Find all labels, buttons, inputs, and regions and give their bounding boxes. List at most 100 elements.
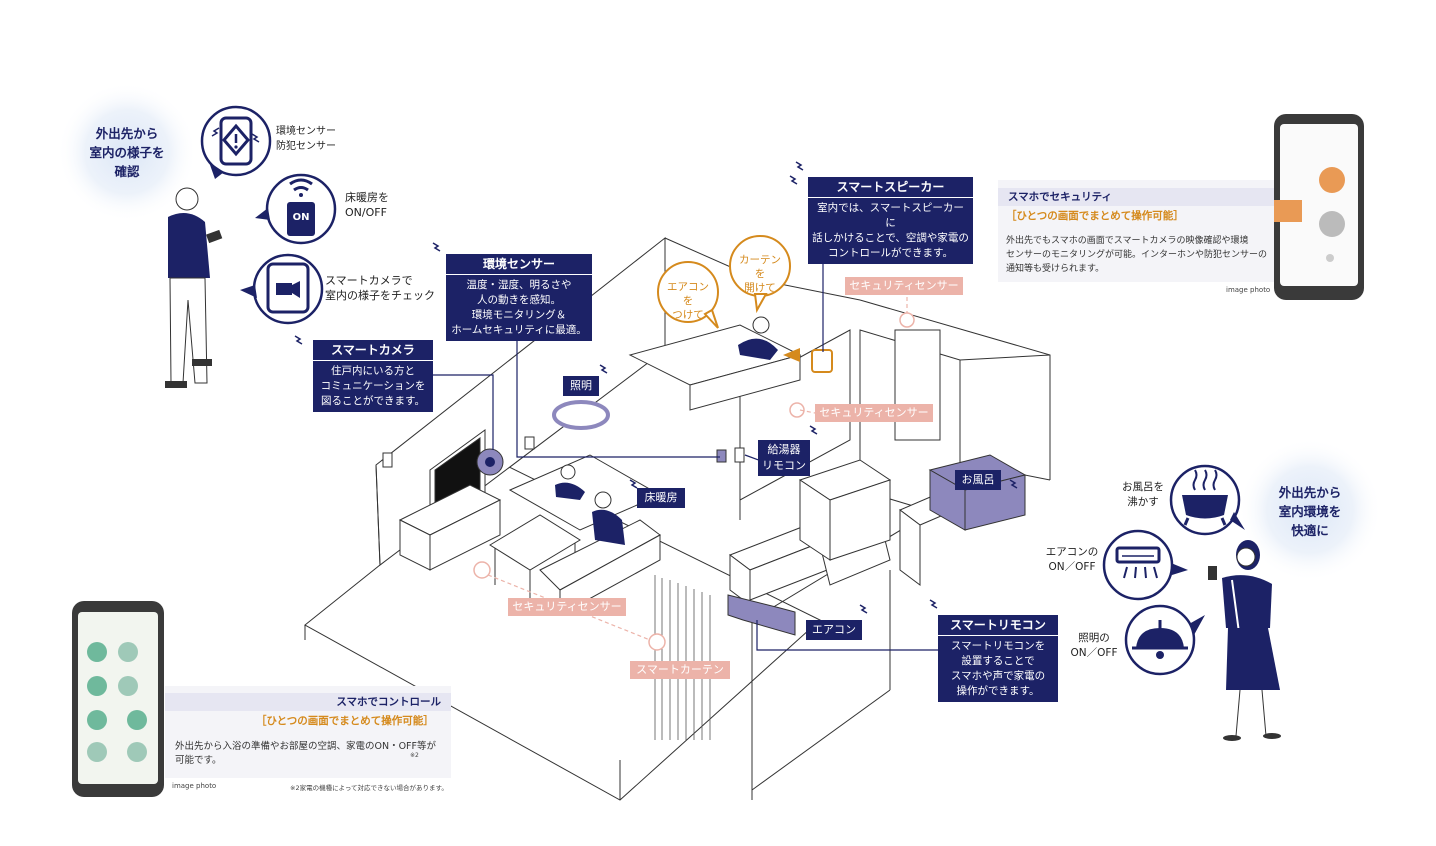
camera-bubble-line2: 室内の様子をチェック: [325, 289, 435, 302]
camera-lens: [485, 457, 495, 467]
security-sensor-tag-3: セキュリティセンサー: [508, 598, 626, 616]
ceiling-light-ring: [552, 400, 610, 430]
env-sensor-desc: 温度・湿度、明るさや 人の動きを感知。 環境モニタリング＆ ホームセキュリティに…: [446, 274, 592, 341]
bath-bubble-text: お風呂を 沸かす: [1118, 480, 1168, 510]
phone-left: [72, 601, 164, 797]
security-panel-title: スマホでセキュリティ: [998, 188, 1274, 206]
env-sensor-line4: ホームセキュリティに最適。: [451, 324, 587, 336]
security-sensor-tag-1: セキュリティセンサー: [845, 277, 963, 295]
camera-bubble-text: スマートカメラで 室内の様子をチェック: [325, 273, 435, 303]
water-heater-tag: 給湯器 リモコン: [758, 440, 810, 476]
water-heater-panel: [716, 449, 727, 463]
left-bubble-icons: [219, 116, 315, 314]
control-panel-footnote: ※2家電の機種によって対応できない場合があります。: [290, 784, 448, 792]
security-sensor-dot-3: [473, 561, 491, 579]
smart-curtain-tag: スマートカーテン: [630, 661, 730, 679]
woman-with-phone: [1208, 540, 1281, 741]
voice-curtain-line1: カーテンを: [739, 254, 781, 280]
smart-camera-title: スマートカメラ: [313, 340, 433, 360]
smart-remote-device: [727, 594, 796, 636]
security-sensor-tag-2: セキュリティセンサー: [815, 404, 933, 422]
aircon-bubble-text: エアコンの ON／OFF: [1040, 545, 1104, 575]
voice-aircon-text: エアコンを つけて: [662, 280, 714, 322]
control-note-mark: ※2: [410, 752, 419, 759]
floorheat-bubble-line2: ON/OFF: [345, 206, 387, 219]
speaker-arrow: [783, 348, 800, 362]
wall-switch-1: [382, 452, 393, 468]
left-callout-line2: 室内の様子を: [89, 145, 165, 160]
wall-switch-3: [734, 447, 745, 463]
right-callout-line1: 外出先から: [1278, 485, 1342, 500]
voice-curtain-text: カーテンを 開けて: [734, 253, 786, 295]
security-sensor-dot-1: [789, 402, 805, 418]
lighting-tag: 照明: [563, 376, 599, 396]
left-callout-line1: 外出先から: [95, 126, 159, 141]
smart-speaker-line1: 室内では、スマートスピーカーに: [817, 202, 964, 229]
right-callout-line3: 快適に: [1291, 523, 1329, 538]
man-with-phone: [165, 187, 223, 388]
security-sensor-dot-2: [899, 312, 915, 328]
security-body-line1: 外出先でもスマホの画面でスマートカメラの映像確認や環境: [1006, 236, 1249, 246]
security-body-line2: センサーのモニタリングが可能。インターホンや防犯センサーの: [1006, 250, 1268, 260]
smart-speaker-desc: 室内では、スマートスピーカーに 話しかけることで、空調や家電の コントロールがで…: [808, 197, 973, 264]
control-panel-subtitle: ［ひとつの画面でまとめて操作可能］: [256, 715, 434, 727]
right-bubble-icons: [1115, 469, 1228, 659]
security-panel-body: 外出先でもスマホの画面でスマートカメラの映像確認や環境 センサーのモニタリングが…: [1006, 234, 1274, 276]
floorheat-bubble-text: 床暖房を ON/OFF: [345, 190, 389, 220]
voice-bubbles: [657, 235, 791, 329]
smart-camera-line2: コミュニケーションを: [320, 380, 426, 392]
voice-aircon-line2: つけて: [672, 309, 704, 321]
light-bubble-line2: ON／OFF: [1070, 647, 1118, 659]
light-bubble-text: 照明の ON／OFF: [1062, 631, 1126, 661]
sensor-bubble-line2: 防犯センサー: [276, 141, 336, 152]
env-sensor-title: 環境センサー: [446, 254, 592, 274]
camera-bubble-line1: スマートカメラで: [325, 274, 413, 287]
smart-speaker-device: [811, 349, 833, 373]
control-body-line2: 可能です。: [175, 755, 222, 766]
right-glow: [1238, 438, 1382, 582]
smart-remote-desc: スマートリモコンを 設置することで スマホや声で家電の 操作ができます。: [938, 635, 1058, 702]
smart-remote-line3: スマホや声で家電の: [950, 670, 1046, 682]
control-body-line1: 外出先から入浴の準備やお部屋の空調、家電のON・OFF等が: [175, 741, 436, 752]
smart-remote-line4: 操作ができます。: [956, 685, 1040, 697]
light-bubble-line1: 照明の: [1078, 632, 1110, 644]
control-panel-caption: image photo: [172, 782, 217, 790]
security-panel-subtitle: ［ひとつの画面でまとめて操作可能］: [1006, 210, 1184, 222]
floorheat-bubble-line1: 床暖房を: [345, 191, 389, 204]
smart-camera-line1: 住戸内にいる方と: [331, 365, 415, 377]
control-panel-body: 外出先から入浴の準備やお部屋の空調、家電のON・OFF等が 可能です。: [175, 740, 447, 768]
residents: [555, 316, 778, 545]
floor-heating-tag: 床暖房: [637, 488, 685, 508]
voice-curtain-line2: 開けて: [744, 282, 776, 294]
smart-remote-line2: 設置することで: [961, 655, 1035, 667]
security-body-line3: 通知等も受けられます。: [1006, 264, 1105, 274]
bath-tag: お風呂: [955, 470, 1001, 490]
phone-right: [1274, 114, 1364, 300]
left-callout-line3: 確認: [114, 164, 140, 179]
smart-remote-title: スマートリモコン: [938, 615, 1058, 635]
signal-marks: [211, 127, 1018, 614]
aircon-bubble-line1: エアコンの: [1045, 546, 1099, 558]
left-glow: [57, 82, 197, 222]
on-badge: ON: [292, 212, 310, 223]
sensor-bubble-line1: 環境センサー: [276, 126, 336, 137]
aircon-bubble-line2: ON／OFF: [1048, 561, 1096, 573]
smart-speaker-line2: 話しかけることで、空調や家電の: [812, 232, 969, 244]
water-heater-line1: 給湯器: [767, 443, 801, 456]
env-sensor-line2: 人の動きを感知。: [477, 294, 561, 306]
security-panel-caption: image photo: [1226, 286, 1271, 294]
voice-aircon-line1: エアコンを: [667, 281, 709, 307]
smart-remote-line1: スマートリモコンを: [950, 640, 1046, 652]
connector-lines: [433, 245, 940, 651]
right-callout-line2: 室内環境を: [1278, 504, 1342, 519]
security-sensor-dot-4: [648, 633, 666, 651]
env-sensor-line1: 温度・湿度、明るさや: [466, 279, 572, 291]
bath-bubble-line1: お風呂を: [1122, 481, 1164, 493]
wall-switch-2: [524, 436, 535, 450]
smart-camera-line3: 図ることができます。: [321, 395, 425, 407]
sensor-bubble-text: 環境センサー 防犯センサー: [276, 124, 336, 154]
smart-speaker-title: スマートスピーカー: [808, 177, 973, 197]
smart-camera-desc: 住戸内にいる方と コミュニケーションを 図ることができます。: [313, 360, 433, 412]
